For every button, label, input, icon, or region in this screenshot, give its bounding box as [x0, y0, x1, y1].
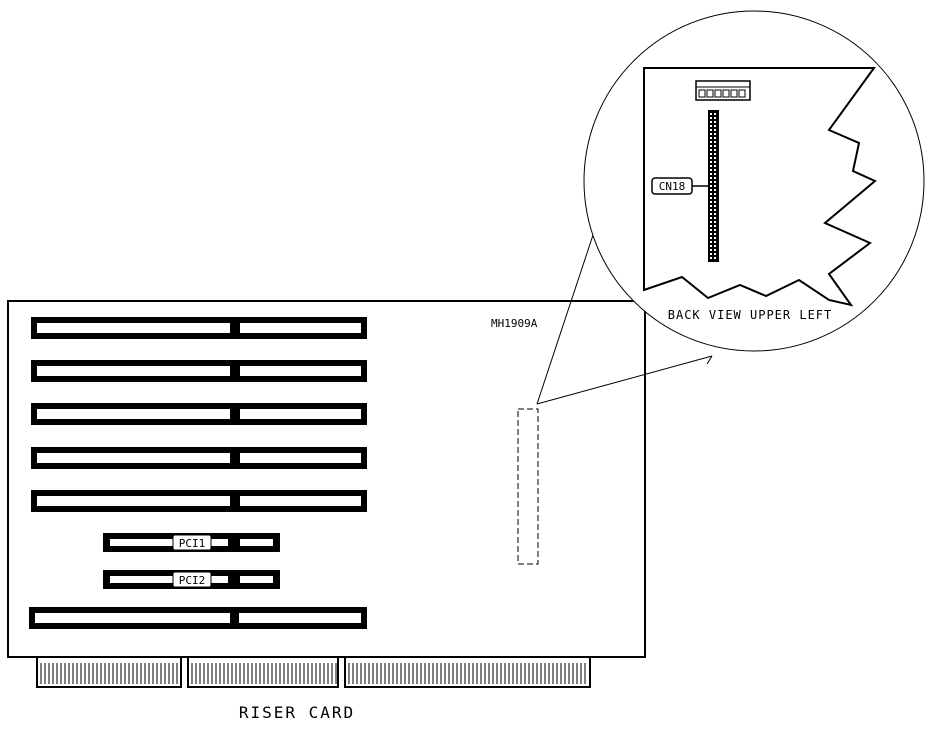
slot-isa-6 — [29, 607, 367, 629]
detail-board-fragment — [643, 67, 877, 307]
callout-lines — [536, 225, 713, 405]
slot-isa-3 — [31, 403, 367, 425]
cn18-callout: CN18 — [651, 177, 708, 195]
detail-caption: BACK VIEW UPPER LEFT — [668, 308, 833, 322]
riser-card-caption: RISER CARD — [239, 703, 355, 722]
slot-pci-2: PCI2 — [103, 570, 280, 589]
edge-finger-segment — [36, 656, 182, 688]
edge-fingers — [40, 663, 586, 684]
cn18-label: CN18 — [659, 180, 686, 193]
slot-isa-1 — [31, 317, 367, 339]
board: PCI1 PCI2 MH1909A — [7, 300, 646, 688]
slot-pci-2-label: PCI2 — [179, 574, 206, 587]
connector-location-marker — [517, 408, 539, 565]
jumper-block — [695, 80, 751, 101]
slot-isa-2 — [31, 360, 367, 382]
detail-view: CN18 BACK VIEW UPPER LEFT — [583, 10, 925, 352]
edge-finger-segment — [344, 656, 591, 688]
cn18-header — [708, 110, 719, 262]
slot-pci-1: PCI1 — [103, 533, 280, 552]
board-outline — [7, 300, 646, 658]
slot-pci-1-label: PCI1 — [179, 537, 206, 550]
slot-isa-4 — [31, 447, 367, 469]
slot-isa-5 — [31, 490, 367, 512]
board-model-label: MH1909A — [491, 317, 538, 330]
edge-finger-segment — [187, 656, 339, 688]
edge-connector — [36, 656, 591, 688]
